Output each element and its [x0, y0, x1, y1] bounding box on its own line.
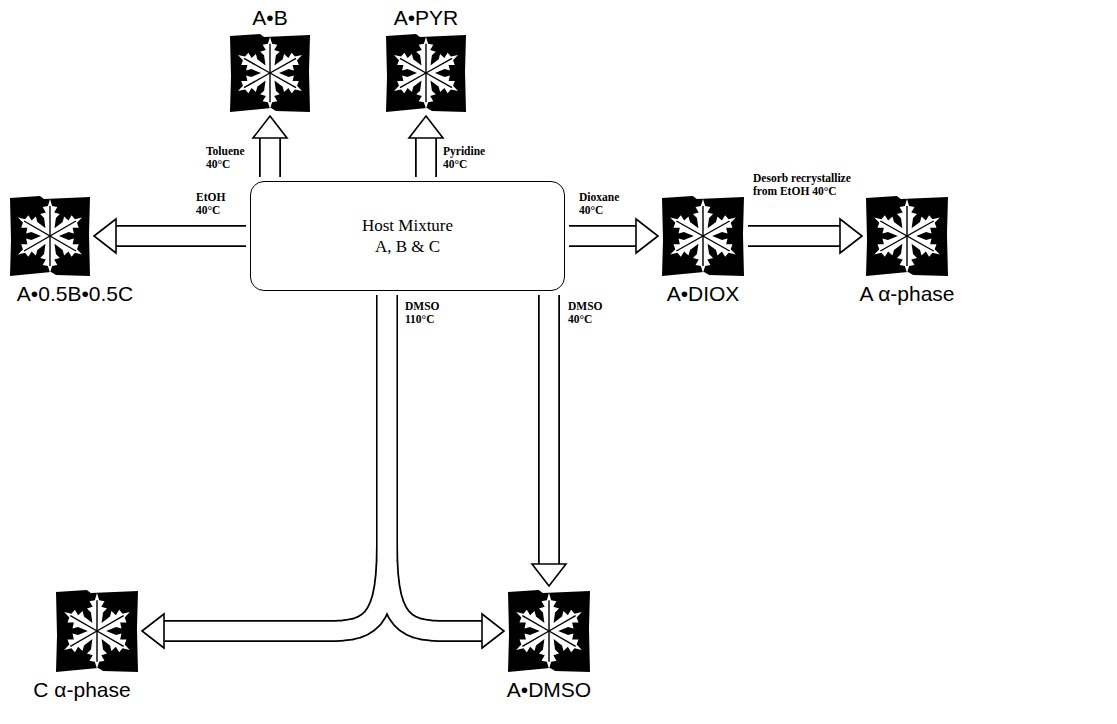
crystal-image [508, 590, 590, 672]
arrow-outline [116, 225, 246, 247]
arrow-head [840, 219, 862, 253]
crystal-node: A•0.5B•0.5C [10, 196, 90, 276]
arrow-head [409, 116, 443, 138]
crystal-label: C α-phase [33, 678, 130, 702]
host-label: Host Mixture A, B & C [355, 215, 460, 257]
edge-label: EtOH 40°C [195, 191, 237, 217]
edge-label: DMSO 110°C [404, 300, 456, 326]
arrow-head [142, 614, 164, 648]
crystal-node: A•B [230, 34, 310, 112]
arrow-head [253, 116, 287, 138]
arrow-outline [259, 138, 281, 177]
host-box: Host Mixture A, B & C [250, 181, 565, 291]
crystal-node: A•DMSO [508, 590, 590, 672]
edge-label: Desorb recrystallize from EtOH 40°C [752, 172, 862, 198]
crystal-node: A•PYR [386, 34, 466, 112]
crystal-image [386, 34, 466, 112]
edge-label: Toluene 40°C [205, 145, 259, 171]
arrow-fill [116, 227, 246, 246]
arrow-fill [748, 227, 840, 246]
crystal-label: A•DIOX [667, 282, 740, 306]
arrow-outline [538, 295, 560, 564]
crystal-label: A•DMSO [507, 678, 591, 702]
crystal-node: A•DIOX [662, 196, 744, 276]
crystal-label: A•PYR [394, 6, 459, 30]
crystal-label: A•0.5B•0.5C [17, 282, 133, 306]
arrow-head [482, 614, 504, 648]
arrow-fill [540, 295, 559, 564]
arrow-fill [569, 227, 636, 246]
arrow-outline [387, 295, 482, 631]
arrow-fill [261, 138, 280, 177]
arrow-head [636, 219, 658, 253]
crystal-label: A α-phase [859, 282, 954, 306]
edge-label: Pyridine 40°C [442, 145, 502, 171]
edge-label: DMSO 40°C [567, 300, 615, 326]
arrow-outline [164, 295, 387, 631]
crystal-node: C α-phase [56, 590, 138, 672]
arrow-head [532, 564, 566, 586]
crystal-image [56, 590, 138, 672]
arrow-fill [417, 138, 436, 177]
arrow-fill [387, 295, 482, 631]
arrow-outline [569, 225, 636, 247]
arrow-outline [748, 225, 840, 247]
arrow-outline [415, 138, 437, 177]
arrow-fill [164, 295, 387, 631]
crystal-image [866, 196, 948, 276]
crystal-node: A α-phase [866, 196, 948, 276]
arrow-head [94, 219, 116, 253]
crystal-image [230, 34, 310, 112]
crystal-image [10, 196, 90, 276]
crystal-image [662, 196, 744, 276]
edge-label: Dioxane 40°C [578, 191, 632, 217]
crystal-label: A•B [252, 6, 287, 30]
